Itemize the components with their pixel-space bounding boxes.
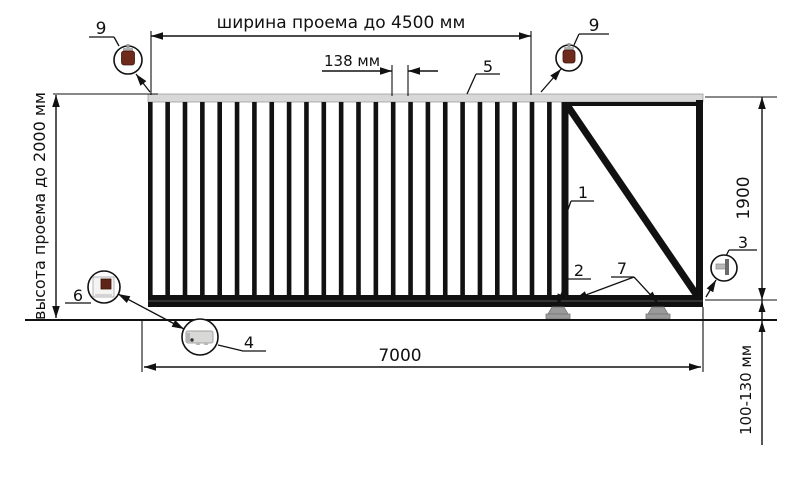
leaf-height-label: 1900 bbox=[734, 176, 754, 219]
picket-bar bbox=[529, 102, 535, 295]
gate-structure bbox=[147, 93, 704, 320]
callout-lamp-left: 9 bbox=[89, 19, 151, 93]
middle-post bbox=[561, 102, 569, 300]
top-cover-strip bbox=[147, 93, 704, 103]
callout-roller-carriages: 7 bbox=[574, 259, 659, 304]
picket-bar bbox=[460, 102, 465, 295]
end-catcher-icon bbox=[715, 259, 729, 275]
dim-leaf-height: 1900 bbox=[705, 96, 777, 301]
picket-bar bbox=[373, 102, 379, 295]
picket-bar bbox=[217, 102, 222, 295]
picket-spacing-label: 138 мм bbox=[324, 52, 380, 70]
dim-ground-clearance: 100-130 мм bbox=[737, 300, 766, 445]
picket-bar bbox=[148, 102, 153, 295]
picket-bar bbox=[182, 102, 188, 295]
opening-height-label: высота проема до 2000 мм bbox=[30, 92, 49, 320]
picket-bar bbox=[425, 102, 431, 295]
picket-bar bbox=[200, 102, 205, 295]
callout-number: 9 bbox=[96, 19, 107, 39]
callout-number: 4 bbox=[244, 333, 254, 352]
pickets bbox=[148, 102, 552, 295]
right-post bbox=[696, 100, 703, 307]
callout-frame-post: 1 bbox=[564, 183, 594, 219]
picket-bar bbox=[269, 102, 275, 295]
ground-clearance-label: 100-130 мм bbox=[737, 345, 755, 435]
picket-bar bbox=[408, 102, 413, 295]
picket-bar bbox=[547, 102, 552, 295]
picket-bar bbox=[356, 102, 361, 295]
callout-number: 6 bbox=[73, 286, 83, 305]
picket-bar bbox=[512, 102, 517, 295]
picket-bar bbox=[495, 102, 500, 295]
callout-drive-unit: 4 bbox=[181, 318, 266, 356]
dim-opening-width: ширина проема до 4500 мм bbox=[150, 13, 532, 95]
signal-lamp-icon bbox=[121, 44, 135, 66]
picket-bar bbox=[252, 102, 257, 295]
callout-photocell: 6 bbox=[65, 270, 185, 330]
picket-bar bbox=[286, 102, 292, 295]
signal-lamp-icon bbox=[562, 43, 576, 64]
drive-motor-icon bbox=[185, 330, 214, 345]
photocell-icon bbox=[92, 276, 115, 298]
picket-bar bbox=[477, 102, 483, 295]
dim-opening-height: высота проема до 2000 мм bbox=[30, 92, 158, 320]
roller-carriage-left bbox=[545, 306, 571, 320]
dim-picket-spacing: 138 мм bbox=[322, 52, 438, 96]
picket-bar bbox=[165, 102, 170, 295]
callout-number: 5 bbox=[483, 57, 493, 76]
picket-bar bbox=[304, 102, 309, 295]
callout-number: 7 bbox=[617, 259, 627, 278]
callout-lamp-right: 9 bbox=[540, 16, 609, 93]
total-length-label: 7000 bbox=[378, 346, 421, 366]
picket-bar bbox=[234, 102, 240, 295]
callout-guide-beam: 2 bbox=[556, 261, 591, 307]
callout-number: 2 bbox=[574, 261, 584, 280]
roller-carriage-right bbox=[645, 306, 671, 320]
callout-end-catcher: 3 bbox=[705, 233, 757, 298]
callout-number: 3 bbox=[738, 233, 748, 252]
picket-bar bbox=[338, 102, 344, 295]
callout-top-cover: 5 bbox=[466, 57, 500, 95]
counterweight-top-tube bbox=[565, 102, 696, 106]
picket-bar bbox=[390, 102, 396, 295]
picket-bar bbox=[442, 102, 448, 295]
diagonal-brace bbox=[564, 103, 701, 299]
picket-bar bbox=[321, 102, 327, 295]
dim-total-length: 7000 bbox=[141, 307, 704, 372]
callout-number: 9 bbox=[589, 16, 600, 36]
opening-width-label: ширина проема до 4500 мм bbox=[217, 13, 466, 33]
callout-number: 1 bbox=[578, 183, 588, 202]
